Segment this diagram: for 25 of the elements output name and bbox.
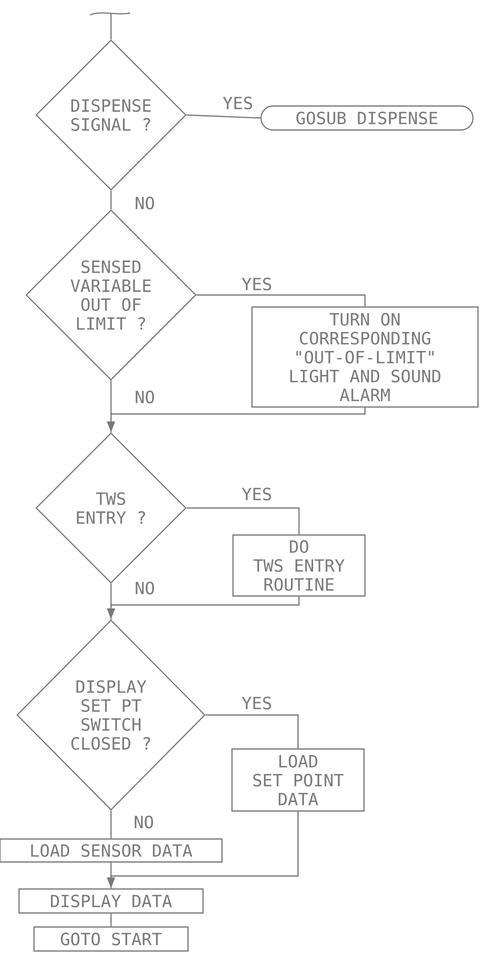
- process-box: DISPLAY DATA: [18, 888, 204, 914]
- connector-line: [186, 114, 260, 119]
- edge-label: YES: [240, 276, 274, 292]
- process-box: DO TWS ENTRY ROUTINE: [232, 534, 366, 597]
- connector-line: [110, 380, 112, 432]
- edge-label: YES: [222, 96, 254, 110]
- connector-line: [186, 507, 300, 534]
- process-box: TURN ON CORRESPONDING "OUT-OF-LIMIT" LIGHT AND SOUND ALARM: [251, 306, 479, 408]
- edge-label: NO: [134, 196, 156, 210]
- connector-line: [110, 914, 112, 926]
- edge-label: YES: [240, 486, 274, 502]
- connector-line: [196, 294, 366, 306]
- process-box: LOAD SENSOR DATA: [0, 838, 223, 863]
- edge-label: NO: [132, 814, 155, 830]
- process-box: LOAD SET POINT DATA: [231, 748, 365, 812]
- connector-line: [89, 12, 131, 40]
- terminal-box: GOSUB DISPENSE: [260, 105, 474, 131]
- connector-line: [206, 714, 299, 748]
- connector-line: [110, 810, 112, 838]
- process-box: GOTO START: [33, 926, 189, 952]
- connector-line: [110, 190, 112, 210]
- connector-line: [110, 862, 112, 888]
- edge-label: NO: [134, 390, 156, 404]
- edge-label: YES: [240, 696, 274, 710]
- connector-line: [110, 584, 112, 620]
